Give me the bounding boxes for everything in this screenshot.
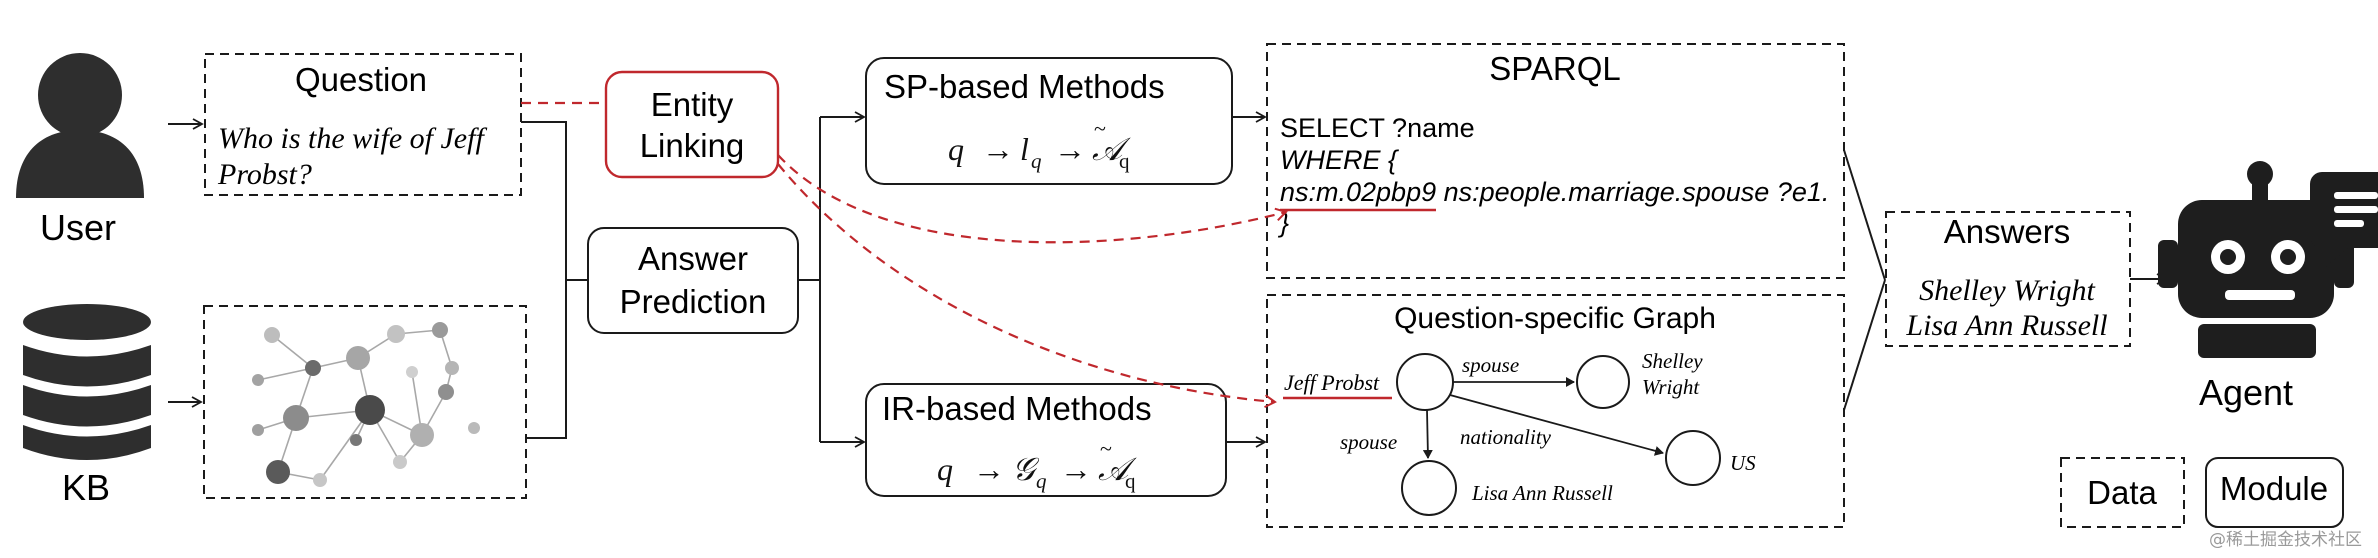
prediction-branch: [798, 117, 821, 442]
sparql-title: SPARQL: [1489, 50, 1620, 87]
question-graph-box: [1266, 294, 1845, 528]
legend-module-box: [2205, 457, 2344, 528]
sparql-entity-id: ns:m.02pbp9: [1280, 177, 1436, 207]
entity-linking-module: [604, 70, 780, 179]
entity-linking-line1: Entity: [651, 86, 734, 123]
sp-methods-formula: q → l q → 𝒜 ~ q: [948, 116, 1131, 173]
kb-network-nodes: [252, 322, 480, 487]
graph-node-lisa: Lisa Ann Russell: [1471, 481, 1613, 505]
svg-text:→: →: [1060, 451, 1092, 487]
question-box: [204, 53, 522, 196]
sparql-to-answers-line: [1843, 149, 1886, 281]
svg-text:q: q: [937, 451, 953, 487]
question-connector: [521, 121, 588, 439]
sparql-line3: ns:m.02pbp9 ns:people.marriage.spouse ?e…: [1280, 177, 1829, 207]
graph-nodes: [1396, 353, 1721, 516]
ir-methods-title: IR-based Methods: [882, 390, 1152, 427]
legend-module-label: Module: [2220, 470, 2328, 507]
sparql-relation: ns:people.marriage.spouse ?e1.: [1436, 177, 1829, 207]
graph-to-answers-line: [1843, 279, 1886, 411]
question-title: Question: [295, 61, 427, 98]
robot-agent-icon: [2158, 161, 2378, 358]
sp-methods-title: SP-based Methods: [884, 68, 1165, 105]
question-text-line1: Who is the wife of Jeff: [218, 122, 487, 155]
answers-title: Answers: [1944, 213, 2071, 250]
question-text-line2: Probst?: [217, 158, 312, 191]
database-icon: [23, 304, 151, 460]
sparql-box: [1266, 43, 1845, 279]
sparql-line1: SELECT ?name: [1280, 113, 1475, 143]
answers-line1: Shelley Wright: [1919, 274, 2095, 307]
sp-methods-module: [865, 57, 1233, 185]
svg-text:~: ~: [1094, 116, 1106, 141]
svg-text:~: ~: [1100, 436, 1112, 461]
svg-text:→: →: [973, 451, 1005, 487]
svg-text:q: q: [1119, 149, 1130, 173]
graph-node-shelley-2: Wright: [1642, 375, 1700, 399]
graph-node-shelley-1: Shelley: [1642, 349, 1703, 373]
answer-prediction-line1: Answer: [638, 240, 748, 277]
legend-data-label: Data: [2087, 474, 2157, 511]
legend-data-box: [2060, 457, 2185, 528]
svg-text:→: →: [982, 131, 1014, 167]
svg-text:→: →: [1054, 131, 1086, 167]
agent-label: Agent: [2199, 372, 2293, 413]
graph-edges: [1422, 377, 1664, 459]
graph-edge-spouse-2: spouse: [1340, 430, 1397, 454]
svg-text:l: l: [1020, 131, 1029, 167]
kb-graph-box: [203, 305, 527, 499]
answers-line2: Lisa Ann Russell: [1905, 309, 2107, 342]
svg-text:q: q: [1031, 149, 1042, 173]
entity-to-graph-curve: [777, 163, 1277, 409]
svg-text:q: q: [1036, 469, 1047, 493]
answer-prediction-line2: Prediction: [620, 283, 767, 320]
kb-label: KB: [62, 467, 110, 508]
watermark: @稀土掘金技术社区: [2209, 530, 2362, 550]
sparql-line2: WHERE {: [1280, 145, 1399, 175]
graph-edge-nationality: nationality: [1460, 425, 1552, 449]
graph-node-us: US: [1730, 451, 1756, 475]
ir-methods-module: [865, 383, 1227, 497]
graph-head-entity: Jeff Probst: [1284, 370, 1380, 395]
graph-edge-spouse-1: spouse: [1462, 353, 1519, 377]
user-label: User: [40, 207, 116, 248]
svg-text:q: q: [1125, 469, 1136, 493]
answers-box: [1885, 211, 2131, 347]
svg-text:q: q: [948, 131, 964, 167]
entity-linking-line2: Linking: [640, 127, 745, 164]
graph-title: Question-specific Graph: [1394, 302, 1716, 335]
user-icon: [16, 53, 144, 198]
